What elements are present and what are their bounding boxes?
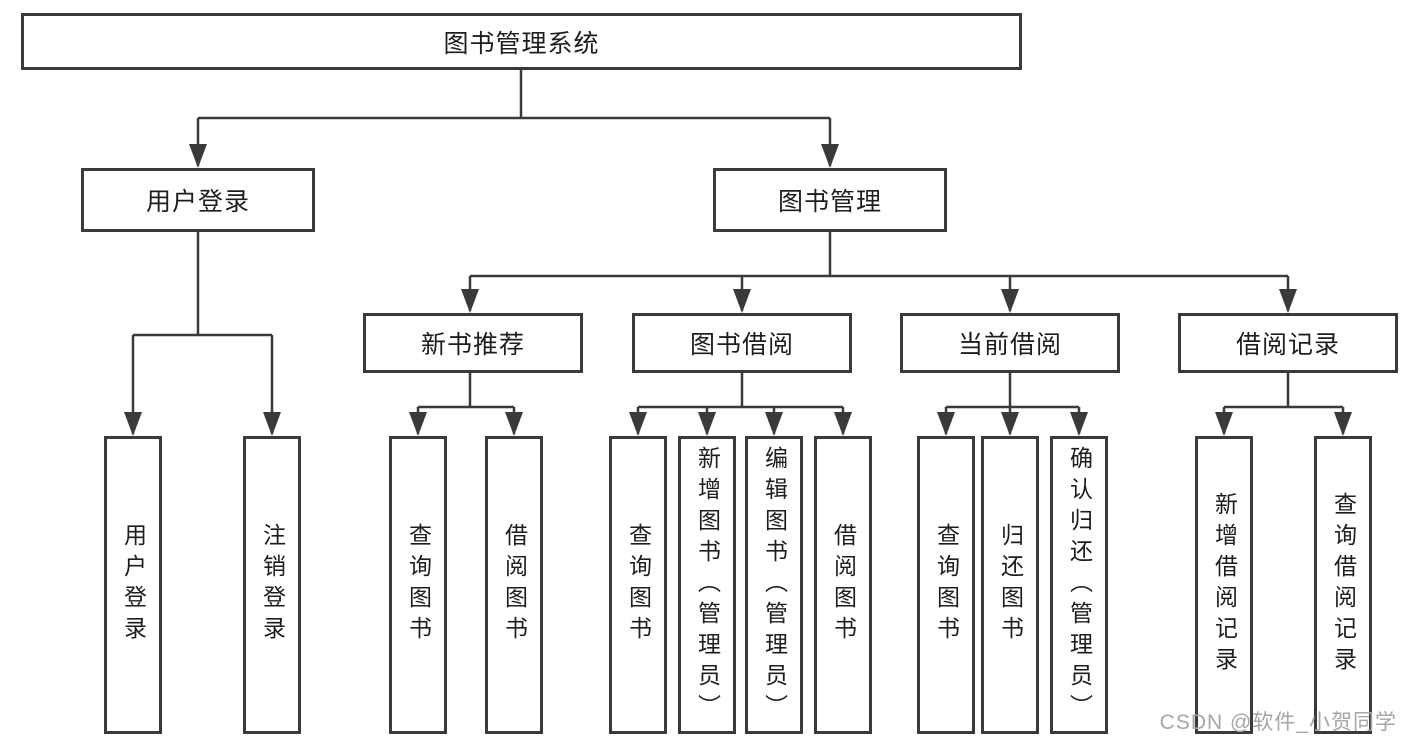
node-label: 确认归还（管理员） — [1066, 445, 1093, 725]
node-label: 借阅图书 — [830, 523, 857, 647]
node-label: 图书管理系统 — [443, 29, 600, 58]
node-label: 图书借阅 — [689, 331, 794, 359]
node-book-borrowing: 图书借阅 — [632, 313, 852, 373]
leaf-query-books-recommend: 查询图书 — [389, 436, 447, 734]
node-label: 当前借阅 — [957, 331, 1062, 359]
leaf-add-borrow-record: 新增借阅记录 — [1195, 436, 1253, 734]
node-label: 查询图书 — [933, 523, 960, 647]
watermark: CSDN @软件_小贺同学 — [1159, 711, 1397, 734]
leaf-confirm-return-admin: 确认归还（管理员） — [1050, 436, 1108, 734]
node-label: 注销登录 — [259, 523, 286, 647]
node-label: 编辑图书（管理员） — [761, 445, 788, 725]
node-label: 图书管理 — [777, 188, 882, 216]
leaf-return-books: 归还图书 — [981, 436, 1039, 734]
node-label: 用户登录 — [145, 188, 250, 216]
leaf-logout: 注销登录 — [243, 436, 301, 734]
leaf-query-borrow-record: 查询借阅记录 — [1314, 436, 1372, 734]
leaf-borrow-books-recommend: 借阅图书 — [485, 436, 543, 734]
node-label: 查询图书 — [625, 523, 652, 647]
node-label: 用户登录 — [120, 523, 147, 647]
node-borrowing-records: 借阅记录 — [1178, 313, 1398, 373]
node-label: 查询借阅记录 — [1330, 492, 1357, 678]
node-label: 借阅图书 — [501, 523, 528, 647]
leaf-add-books-admin: 新增图书（管理员） — [678, 436, 736, 734]
node-label: 新增图书（管理员） — [694, 445, 721, 725]
node-label: 借阅记录 — [1235, 331, 1340, 359]
node-label: 新增借阅记录 — [1211, 492, 1238, 678]
node-book-management: 图书管理 — [713, 168, 947, 232]
leaf-query-books-current: 查询图书 — [917, 436, 975, 734]
node-user-login: 用户登录 — [81, 168, 315, 232]
leaf-borrow-books-borrowing: 借阅图书 — [814, 436, 872, 734]
node-library-system: 图书管理系统 — [21, 13, 1022, 70]
node-label: 查询图书 — [405, 523, 432, 647]
node-new-book-recommend: 新书推荐 — [363, 313, 583, 373]
leaf-user-login: 用户登录 — [104, 436, 162, 734]
node-label: 归还图书 — [997, 523, 1024, 647]
leaf-query-books-borrowing: 查询图书 — [609, 436, 667, 734]
node-label: 新书推荐 — [420, 331, 525, 359]
node-current-borrowing: 当前借阅 — [900, 313, 1120, 373]
leaf-edit-books-admin: 编辑图书（管理员） — [745, 436, 803, 734]
